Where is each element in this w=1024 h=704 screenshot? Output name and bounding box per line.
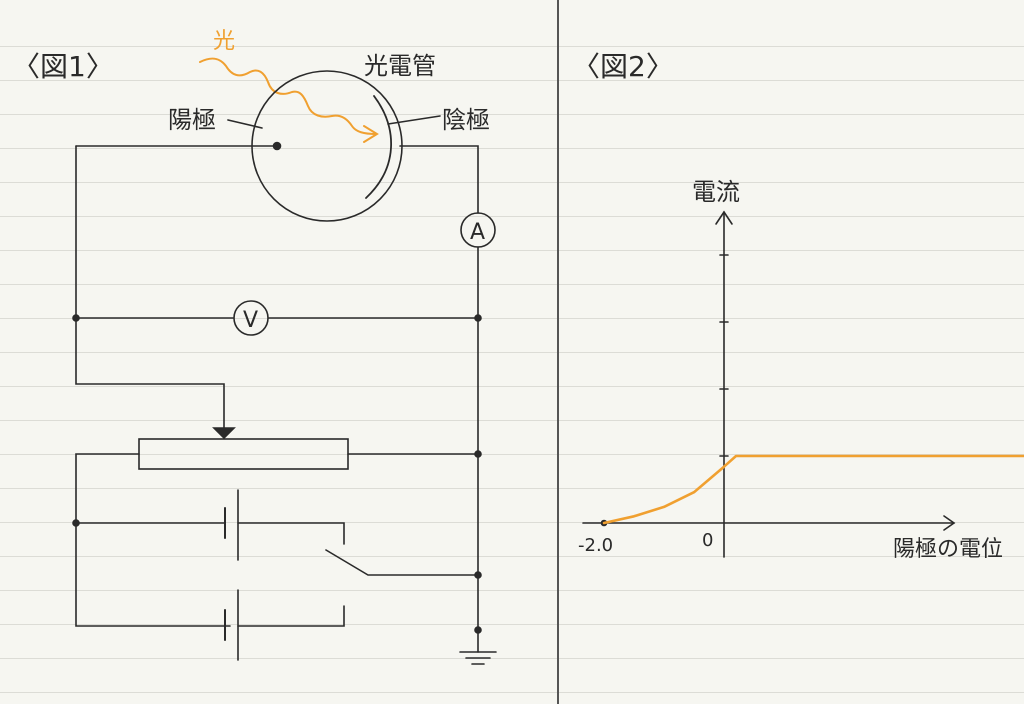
origin-label: 0 xyxy=(702,530,713,551)
voltmeter-symbol: V xyxy=(243,308,258,333)
wire-resistor-left xyxy=(75,453,231,627)
junction-dot xyxy=(474,571,482,579)
current-curve xyxy=(602,454,1024,525)
slider-contact-arrow xyxy=(212,427,236,440)
page-divider xyxy=(557,0,559,704)
junction-dot xyxy=(72,519,80,527)
figure-2-title: 〈図2〉 xyxy=(572,50,674,83)
variable-resistor xyxy=(138,438,349,470)
wire-battery-1-right xyxy=(237,522,345,545)
anode-label: 陽極 xyxy=(168,106,216,134)
cathode-label-leader xyxy=(387,115,441,125)
light-arrow-head xyxy=(363,125,379,143)
switch-lever xyxy=(325,549,479,576)
y-axis-ticks xyxy=(719,254,729,457)
y-axis-arrow xyxy=(715,210,733,225)
wire-left-upper xyxy=(75,145,225,429)
figure-1-title: 〈図1〉 xyxy=(12,50,114,83)
junction-dot xyxy=(474,314,482,322)
light-label: 光 xyxy=(213,29,235,54)
x-axis-label: 陽極の電位 xyxy=(893,537,1003,562)
junction-dot xyxy=(474,450,482,458)
ammeter-symbol: A xyxy=(470,220,485,245)
x-tick-label: -2.0 xyxy=(578,535,613,556)
figure-1: 〈図1〉 光 光電管 陽極 陰極 A V xyxy=(12,29,497,665)
x-axis-arrow xyxy=(943,515,956,531)
cathode-label: 陰極 xyxy=(442,106,490,134)
voltmeter xyxy=(233,300,269,336)
figure-2: 〈図2〉 電流 陽極の電位 0 -2.0 xyxy=(572,50,1024,562)
photo-tube-label: 光電管 xyxy=(364,52,436,80)
wire-battery-2-right xyxy=(237,605,345,627)
ground-symbol xyxy=(459,651,497,665)
ammeter xyxy=(460,212,496,248)
y-axis-label: 電流 xyxy=(692,178,740,206)
junction-dot xyxy=(72,314,80,322)
wire-cathode xyxy=(399,145,479,214)
anode-label-leader xyxy=(227,119,263,129)
light-wave xyxy=(199,57,377,135)
cathode-plate xyxy=(365,95,392,199)
